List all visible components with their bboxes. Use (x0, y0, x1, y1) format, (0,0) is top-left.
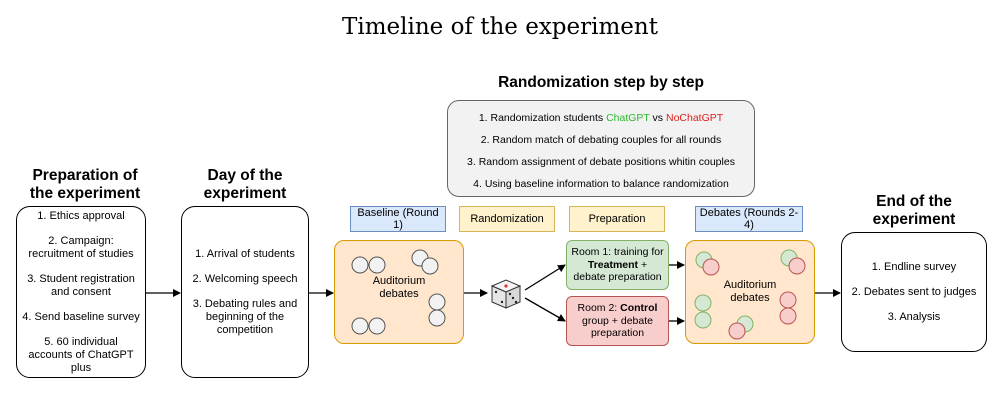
randomization-step-3: 3. Random assignment of debate positions… (467, 156, 735, 168)
room-2-prefix: Room 2: (577, 302, 621, 314)
debater-circle (351, 256, 369, 274)
step-1-prefix: 1. Randomization students (478, 112, 607, 124)
day-heading-line1: Day of the (207, 167, 283, 184)
end-box: 1. Endline survey 2. Debates sent to jud… (841, 232, 987, 352)
tag-debates: Debates (Rounds 2-4) (695, 206, 803, 232)
room-2-control: Room 2: Control group + debate preparati… (566, 296, 669, 346)
randomization-step-2: 2. Random match of debating couples for … (480, 134, 722, 146)
day-heading: Day of the experiment (175, 167, 315, 203)
preparation-heading-line2: the experiment (29, 185, 141, 202)
end-heading-line1: End of the (876, 193, 952, 210)
preparation-heading-line1: Preparation of (32, 167, 138, 184)
control-circle (779, 291, 797, 309)
day-box: 1. Arrival of students 2. Welcoming spee… (181, 206, 309, 378)
control-circle (779, 307, 797, 325)
debater-circle (368, 256, 386, 274)
debater-circle (368, 317, 386, 335)
vs-label: vs (649, 112, 666, 124)
baseline-debater-circles (351, 249, 446, 335)
control-circle (728, 322, 746, 340)
room-2-control-label: Control (620, 302, 658, 314)
randomization-heading: Randomization step by step (498, 74, 704, 91)
randomization-step-1: 1. Randomization students ChatGPT vs NoC… (448, 107, 754, 129)
preparation-item: 3. Student registration and consent (27, 272, 135, 298)
preparation-item: 4. Send baseline survey (22, 310, 140, 323)
control-circle (702, 258, 720, 276)
day-heading-line2: experiment (203, 185, 287, 202)
debates-auditorium-label: Auditorium debates (723, 279, 777, 304)
baseline-auditorium-label: Auditorium debates (372, 275, 426, 300)
randomization-steps-box: 1. Randomization students ChatGPT vs NoC… (447, 100, 755, 197)
day-item: 1. Arrival of students (195, 247, 295, 260)
control-circle (788, 257, 806, 275)
dice-icon (490, 279, 522, 309)
end-heading-line2: experiment (872, 211, 956, 228)
debater-circle (351, 317, 369, 335)
preparation-item: 5. 60 individual accounts of ChatGPT plu… (28, 335, 134, 374)
end-item: 2. Debates sent to judges (851, 285, 977, 298)
preparation-item: 2. Campaign: recruitment of studies (28, 234, 134, 260)
debates-debater-circles (694, 249, 806, 340)
diagram-title: Timeline of the experiment (342, 14, 658, 40)
day-item: 2. Welcoming speech (192, 272, 298, 285)
arrow-dice-to-room2 (524, 297, 566, 322)
preparation-box: 1. Ethics approval 2. Campaign: recruitm… (16, 206, 146, 378)
room-1-treatment: Room 1: training for Treatment + debate … (566, 240, 669, 290)
room-1-prefix: Room 1: training for (571, 246, 664, 258)
tag-preparation: Preparation (569, 206, 665, 232)
tag-baseline: Baseline (Round 1) (350, 206, 446, 232)
tag-randomization: Randomization (459, 206, 555, 232)
day-item: 3. Debating rules and beginning of the c… (192, 297, 298, 336)
room-1-treatment-label: Treatment (587, 258, 639, 271)
preparation-heading: Preparation of the experiment (10, 167, 160, 203)
room-1-suffix: + debate preparation (573, 258, 662, 284)
debater-circle (421, 257, 439, 275)
room-2-suffix: group + debate preparation (582, 314, 653, 340)
treatment-circle (694, 294, 712, 312)
preparation-item: 1. Ethics approval (37, 209, 125, 222)
treatment-circle (694, 311, 712, 329)
debater-circle (428, 309, 446, 327)
debater-circle (428, 293, 446, 311)
end-item: 1. Endline survey (871, 260, 957, 273)
randomization-step-4: 4. Using baseline information to balance… (473, 178, 729, 190)
end-item: 3. Analysis (887, 310, 941, 323)
arrow-dice-to-room1 (524, 264, 566, 291)
end-heading: End of the experiment (840, 193, 988, 229)
chatgpt-label: ChatGPT (606, 112, 650, 124)
nochatgpt-label: NoChatGPT (665, 112, 724, 124)
